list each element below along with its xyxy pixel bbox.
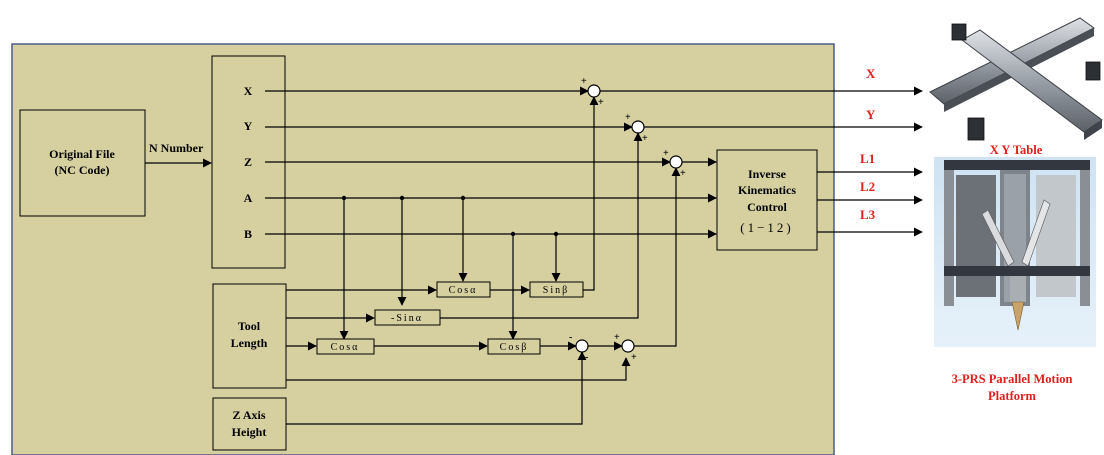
svg-text:Cosα: Cosα [449,285,478,296]
svg-text:+: + [614,332,620,343]
svg-text:-: - [585,352,588,363]
svg-text:Kinematics: Kinematics [738,183,796,197]
output-l1-label: L1 [860,151,875,166]
main-panel [12,44,834,455]
svg-text:Cosα: Cosα [331,342,360,353]
svg-text:Length: Length [231,336,268,350]
svg-text:+: + [663,148,669,159]
axis-a-label: A [244,191,253,205]
svg-text:Z Axis: Z Axis [232,408,265,422]
z-axis-height-block: Z Axis Height [213,398,286,450]
axis-b-label: B [244,227,252,241]
svg-text:Cosβ: Cosβ [500,342,529,353]
svg-text:+: + [642,133,648,144]
original-file-sublabel: (NC Code) [55,163,110,177]
svg-text:Inverse: Inverse [748,167,787,181]
svg-text:Sinβ: Sinβ [543,285,569,296]
svg-text:Height: Height [232,425,267,439]
svg-text:-Sinα: -Sinα [391,313,423,324]
xy-table-caption: X Y Table [990,143,1043,157]
output-l2-label: L2 [860,179,875,194]
original-file-block: Original File (NC Code) [20,110,145,216]
original-file-label: Original File [49,147,115,161]
axis-x-label: X [244,84,253,98]
output-l3-label: L3 [860,207,876,222]
svg-text:+: + [625,112,631,123]
svg-text:+: + [598,97,604,108]
svg-text:+: + [680,168,686,179]
xy-table-icon [930,18,1102,140]
axis-z-label: Z [244,155,252,169]
cos-alpha-bottom-block: Cosα [317,339,374,354]
svg-text:(1−12): (1−12) [740,220,794,235]
tool-length-block: Tool Length [213,284,286,388]
platform-caption-line1: 3-PRS Parallel Motion [952,372,1073,386]
platform-caption-line2: Platform [988,389,1036,403]
n-number-label: N Number [149,141,204,155]
neg-sin-alpha-block: -Sinα [375,310,440,325]
sin-beta-block: Sinβ [530,282,583,297]
svg-text:Tool: Tool [238,319,261,333]
svg-text:+: + [631,352,637,363]
parallel-platform-icon [934,157,1096,347]
output-x-label: X [866,66,876,81]
output-y-label: Y [866,107,876,122]
svg-text:-: - [569,332,572,343]
cos-beta-block: Cosβ [488,339,540,354]
svg-text:Control: Control [747,200,787,214]
axis-y-label: Y [244,119,253,133]
inverse-kinematics-block: Inverse Kinematics Control (1−12) [717,150,817,250]
cos-alpha-top-block: Cosα [437,282,490,297]
svg-text:+: + [581,76,587,87]
